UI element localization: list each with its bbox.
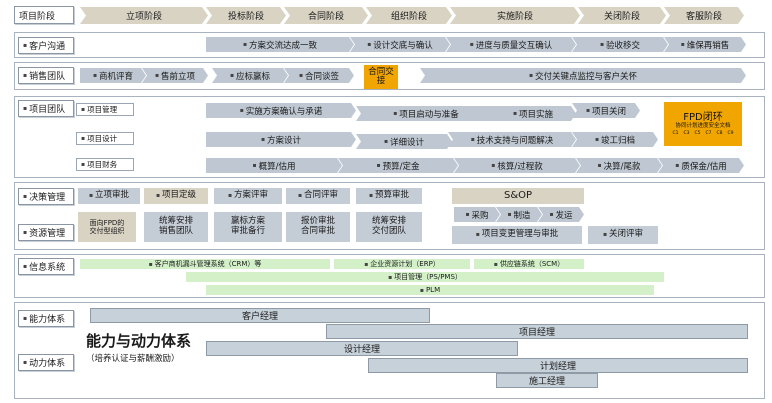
resource-item-fpd-org[interactable]: 面向FPD的 交付型组织 (78, 212, 136, 242)
role-plan-manager[interactable]: 计划经理 (368, 358, 748, 373)
resource-label: ▪资源管理 (18, 224, 74, 241)
customer-item-acceptance[interactable]: ▪验收移交 (572, 37, 668, 52)
capability-subtitle: （培养认证与薪酬激励） (86, 354, 180, 364)
resource-item-change-management[interactable]: ▪项目变更管理与审批 (452, 226, 582, 244)
customer-item-progress-quality[interactable]: ▪进度与质量交互确认 (446, 37, 576, 52)
supply-item-ship[interactable]: ▪发运 (538, 207, 584, 222)
decision-item-project-approval[interactable]: ▪立项审批 (78, 188, 140, 204)
stage-customer-service[interactable]: 客服阶段 (664, 7, 744, 24)
sop-box[interactable]: S&OP (452, 188, 584, 204)
customer-label: ▪客户沟通 (18, 37, 74, 54)
role-customer-manager[interactable]: 客户经理 (90, 308, 430, 323)
resource-item-sales-team[interactable]: 统筹安排 销售团队 (144, 212, 208, 242)
info-pms-bar[interactable]: ▪项目管理（PS/PMS） (186, 272, 664, 282)
info-crm-bar[interactable]: ▪客户商机漏斗管理系统（CRM）等 (80, 259, 330, 269)
decision-item-project-grading[interactable]: ▪项目定级 (144, 188, 208, 204)
role-construction-manager[interactable]: 施工经理 (496, 373, 598, 388)
finance-item-accounting[interactable]: ▪核算/过程款 (454, 158, 580, 173)
stage-bidding[interactable]: 投标阶段 (206, 7, 286, 24)
finance-item-estimate[interactable]: ▪概算/估用 (206, 158, 342, 173)
design-item-detailed[interactable]: ▪详细设计 (356, 134, 452, 149)
sales-item-opportunity[interactable]: ▪商机评育 (80, 68, 146, 83)
info-label: ▪信息系统 (18, 258, 74, 275)
sales-item-bid-winning[interactable]: ▪应标赢标 (212, 68, 288, 83)
stage-implementation[interactable]: 实施阶段 (450, 7, 580, 24)
decision-item-contract-review[interactable]: ▪合同评审 (286, 188, 350, 204)
info-erp-bar[interactable]: ▪企业资源计划（ERP） (334, 259, 470, 269)
sales-item-contract-handover[interactable]: 合同交接 (364, 65, 398, 89)
resource-item-delivery-team[interactable]: 统筹安排 交付团队 (356, 212, 422, 242)
stage-initiation[interactable]: 立项阶段 (80, 7, 208, 24)
finance-item-warranty[interactable]: ▪质保金/估用 (658, 158, 744, 173)
info-plm-bar[interactable]: ▪PLM (206, 285, 654, 295)
resource-item-quote-approval[interactable]: 报价审批 合同审批 (286, 212, 350, 242)
finance-item-budget[interactable]: ▪预算/定金 (338, 158, 458, 173)
decision-item-solution-review[interactable]: ▪方案评审 (214, 188, 282, 204)
capability-title: 能力与动力体系 (86, 332, 192, 350)
decision-item-budget-approval[interactable]: ▪预算审批 (356, 188, 422, 204)
customer-item-maintenance-resale[interactable]: ▪维保再销售 (664, 37, 746, 52)
sales-item-contract-negotiation[interactable]: ▪合同谈签 (284, 68, 354, 83)
fpd-title: FPD闭环 (683, 111, 723, 123)
stage-closing[interactable]: 关闭阶段 (578, 7, 666, 24)
stages-label: 项目阶段 (14, 6, 74, 24)
project-finance-label: ▪项目财务 (76, 158, 134, 171)
stage-contract[interactable]: 合同阶段 (284, 7, 368, 24)
fpd-subtitle: 协同计划进度安全文档 (675, 123, 731, 129)
sales-item-presales[interactable]: ▪售前立项 (142, 68, 208, 83)
resource-item-bid-approval[interactable]: 赢标方案 审批备行 (214, 212, 282, 242)
mgmt-item-plan-confirm[interactable]: ▪实施方案确认与承诺 (206, 103, 356, 118)
design-item-archive[interactable]: ▪竣工归档 (572, 132, 658, 147)
design-item-tech-support[interactable]: ▪技术支持与问题解决 (448, 132, 576, 147)
motivation-label: ▪动力体系 (18, 354, 74, 371)
supply-item-purchase[interactable]: ▪采购 (454, 207, 500, 222)
finance-item-final[interactable]: ▪决算/尾款 (576, 158, 662, 173)
capability-label: ▪能力体系 (18, 310, 74, 327)
mgmt-item-kickoff[interactable]: ▪项目启动与准备 (356, 106, 496, 121)
resource-item-close-review[interactable]: ▪关闭评审 (588, 226, 658, 244)
stage-organization[interactable]: 组织阶段 (366, 7, 452, 24)
info-scm-bar[interactable]: ▪供应链系统（SCM） (474, 259, 584, 269)
customer-item-solution-exchange[interactable]: ▪方案交流达成一致 (206, 37, 354, 52)
supply-item-manufacture[interactable]: ▪制造 (496, 207, 542, 222)
customer-item-design-handover[interactable]: ▪设计交底与确认 (350, 37, 450, 52)
mgmt-item-closing[interactable]: ▪项目关闭 (572, 103, 640, 118)
role-design-manager[interactable]: 设计经理 (206, 341, 518, 356)
sales-item-delivery-monitoring[interactable]: ▪交付关键点监控与客户关怀 (420, 68, 746, 83)
project-design-label: ▪项目设计 (76, 132, 134, 145)
sales-label: ▪销售团队 (18, 67, 74, 84)
mgmt-item-implementation[interactable]: ▪项目实施 (490, 106, 576, 121)
role-project-manager[interactable]: 项目经理 (326, 324, 748, 339)
decision-label: ▪决策管理 (18, 188, 74, 205)
project-team-label: ▪项目团队 (18, 100, 74, 117)
design-item-solution[interactable]: ▪方案设计 (206, 132, 356, 147)
project-mgmt-label: ▪项目管理 (76, 103, 134, 116)
